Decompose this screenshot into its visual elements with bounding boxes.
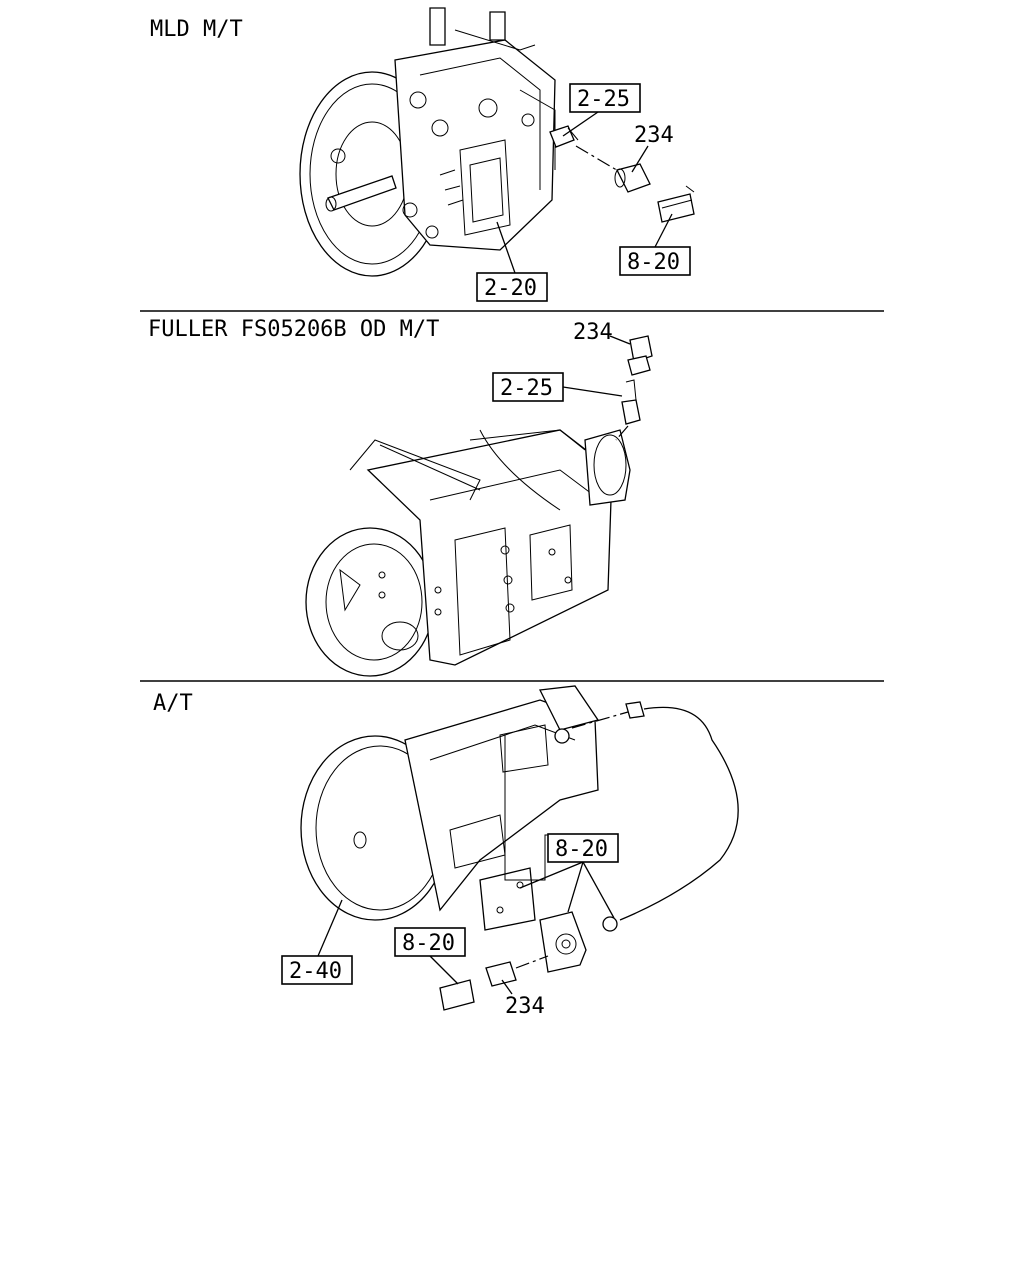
section-title-mld-mt: MLD M/T — [150, 17, 243, 42]
svg-text:8-20: 8-20 — [402, 931, 455, 956]
callout-2-25-mld: 2-25 — [562, 83, 641, 137]
svg-text:8-20: 8-20 — [555, 837, 608, 862]
svg-text:2-25: 2-25 — [500, 376, 553, 401]
callout-2-25-fuller: 2-25 — [492, 372, 623, 402]
svg-text:234: 234 — [634, 123, 674, 148]
callout-234-fuller: 234 — [573, 320, 631, 345]
svg-text:8-20: 8-20 — [627, 250, 680, 275]
at-sensor-parts — [439, 955, 549, 1011]
svg-text:234: 234 — [505, 994, 545, 1019]
svg-text:2-20: 2-20 — [484, 276, 537, 301]
callout-8-20-at-bottom: 8-20 — [394, 927, 466, 985]
at-speedometer-cable — [571, 701, 739, 932]
section-at: A/T — [153, 685, 739, 1019]
at-transmission-drawing — [300, 685, 600, 973]
mld-speed-sensor-parts — [549, 125, 695, 223]
mld-transmission-drawing — [299, 7, 556, 277]
svg-text:2-40: 2-40 — [289, 959, 342, 984]
callout-8-20-at-top: 8-20 — [519, 833, 619, 919]
fuller-transmission-drawing — [305, 429, 631, 677]
section-title-fuller-mt: FULLER FS05206B OD M/T — [148, 317, 439, 342]
callout-2-20-mld: 2-20 — [476, 221, 548, 302]
svg-text:234: 234 — [573, 320, 613, 345]
callout-8-20-mld: 8-20 — [619, 213, 691, 276]
section-mld-mt: MLD M/T — [150, 7, 695, 302]
svg-text:2-25: 2-25 — [577, 87, 630, 112]
fuller-speed-sensor-parts — [615, 335, 653, 441]
callout-234-mld: 234 — [631, 123, 674, 173]
callout-234-at: 234 — [501, 979, 545, 1019]
section-title-at: A/T — [153, 691, 193, 716]
callout-2-40-at: 2-40 — [281, 899, 353, 985]
section-fuller-mt: FULLER FS05206B OD M/T — [148, 317, 653, 677]
